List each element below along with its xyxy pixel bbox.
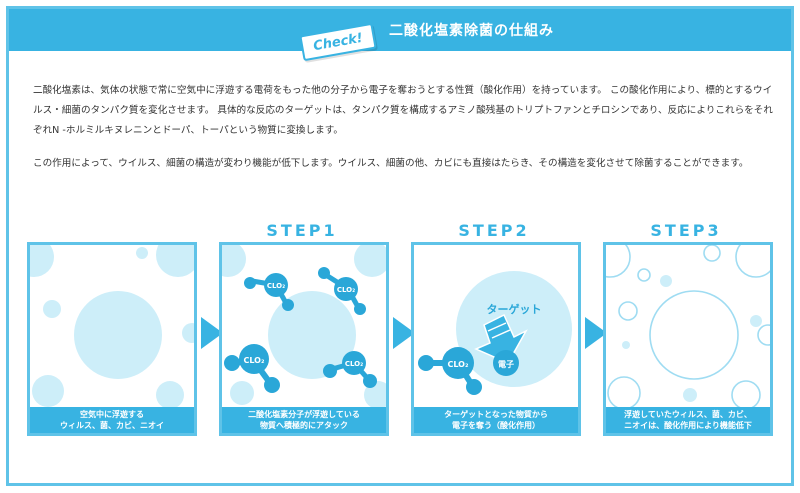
target-label: ターゲット	[487, 302, 542, 316]
section-header: Check! 二酸化塩素除菌の仕組み	[9, 9, 791, 62]
panel-step-1: CLO₂ CLO₂ CLO₂	[219, 242, 389, 436]
clo2-molecule-icon: CLO₂	[318, 267, 366, 315]
electron-icon	[493, 350, 519, 376]
intro-paragraph-1: 二酸化塩素は、気体の状態で常に空気中に浮遊する電荷をもった他の分子から電子を奪お…	[33, 85, 773, 136]
intro-paragraph-2: この作用によって、ウイルス、細菌の構造が変わり機能が低下します。ウイルス、細菌の…	[33, 158, 749, 169]
step-2-label: STEP2	[458, 221, 530, 240]
svg-text:CLO₂: CLO₂	[345, 360, 363, 368]
panel-caption: 浮遊していたウィルス、菌、カビ、 ニオイは、酸化作用により機能低下	[606, 407, 770, 433]
check-badge: Check!	[299, 22, 377, 62]
step-arrow-icon	[201, 317, 223, 349]
clo2-molecule-icon: CLO₂	[418, 347, 482, 395]
svg-text:CLO₂: CLO₂	[244, 356, 265, 365]
panel-airborne-particles: 空気中に浮遊する ウィルス、菌、カビ、ニオイ	[27, 242, 197, 436]
panel-caption: ターゲットとなった物質から 電子を奪う（酸化作用）	[414, 407, 578, 433]
clo2-molecule-icon: CLO₂	[323, 351, 377, 388]
clo2-molecule-icon: CLO₂	[224, 344, 280, 393]
panel-step-3: 浮遊していたウィルス、菌、カビ、 ニオイは、酸化作用により機能低下	[603, 242, 773, 436]
particles-illustration	[30, 245, 194, 409]
svg-text:CLO₂: CLO₂	[267, 282, 285, 290]
attack-illustration: CLO₂ CLO₂ CLO₂	[222, 245, 386, 409]
clo2-molecule-icon: CLO₂	[244, 273, 294, 311]
panel-caption: 空気中に浮遊する ウィルス、菌、カビ、ニオイ	[30, 407, 194, 433]
svg-text:CLO₂: CLO₂	[448, 360, 469, 369]
svg-text:CLO₂: CLO₂	[337, 286, 355, 294]
content-frame: Check! 二酸化塩素除菌の仕組み 二酸化塩素は、気体の状態で常に空気中に浮遊…	[6, 6, 794, 486]
panel-step-2: ターゲット 電子 CLO₂ ターゲットとなった物質から 電子を奪う（酸化	[411, 242, 581, 436]
svg-text:電子: 電子	[498, 359, 514, 369]
step-3-label: STEP3	[650, 221, 722, 240]
step-1-label: STEP1	[266, 221, 338, 240]
step-arrow-icon	[393, 317, 415, 349]
panel-caption: 二酸化塩素分子が浮遊している 物質へ積極的にアタック	[222, 407, 386, 433]
step-arrow-icon	[585, 317, 607, 349]
oxidation-illustration: ターゲット 電子 CLO₂	[418, 271, 572, 395]
electron-transfer-arrow-icon	[474, 313, 528, 364]
deactivated-particles-illustration	[606, 245, 770, 410]
section-title: 二酸化塩素除菌の仕組み	[389, 23, 554, 39]
